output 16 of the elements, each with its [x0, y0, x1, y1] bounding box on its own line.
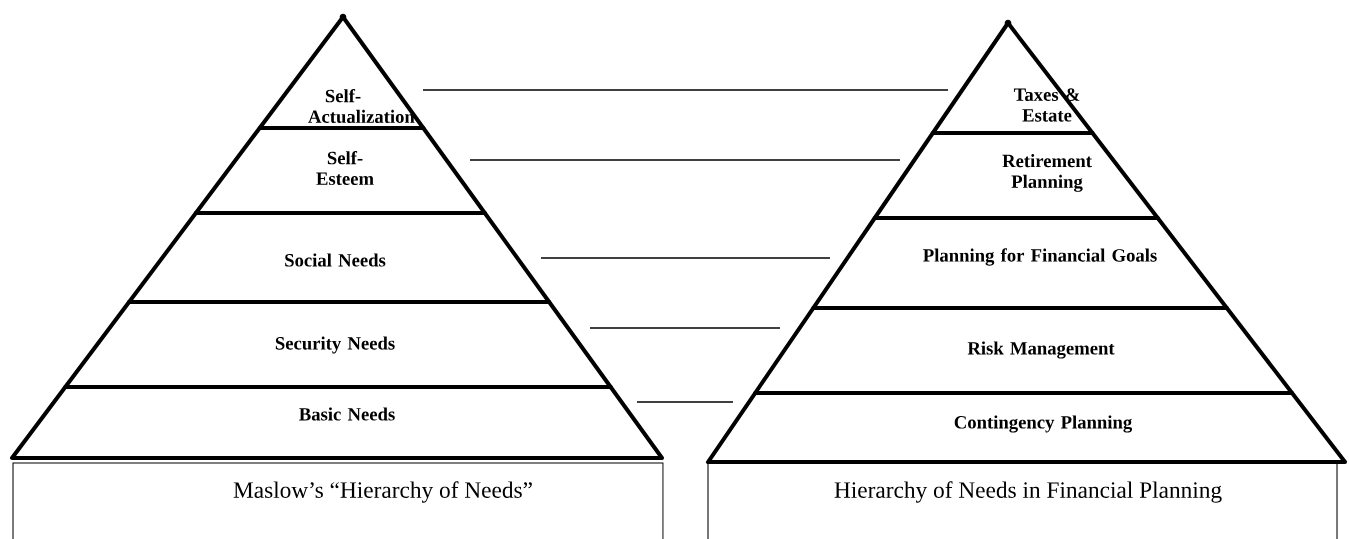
pyramid-level: Contingency Planning: [706, 391, 1347, 464]
pyramid-level: Retirement Planning: [872, 131, 1160, 220]
connector-line: [422, 89, 949, 91]
connector-line: [636, 401, 734, 403]
pyramid-level: Social Needs: [127, 211, 552, 304]
pyramid-level: Self-Esteem: [193, 126, 487, 215]
connector-line: [589, 327, 781, 329]
pyramid-level: Risk Management: [753, 306, 1295, 395]
caption-box: Maslow’s “Hierarchy of Needs”: [12, 462, 664, 539]
connector-line: [540, 257, 831, 259]
caption-box: Hierarchy of Needs in Financial Planning: [707, 462, 1338, 539]
pyramid-level: Planning for Financial Goals: [811, 216, 1229, 310]
pyramid-level: Self-Actualization: [257, 15, 426, 130]
pyramid-level: Security Needs: [63, 300, 613, 389]
pyramid-level: Basic Needs: [10, 385, 664, 460]
connector-line: [469, 159, 901, 161]
